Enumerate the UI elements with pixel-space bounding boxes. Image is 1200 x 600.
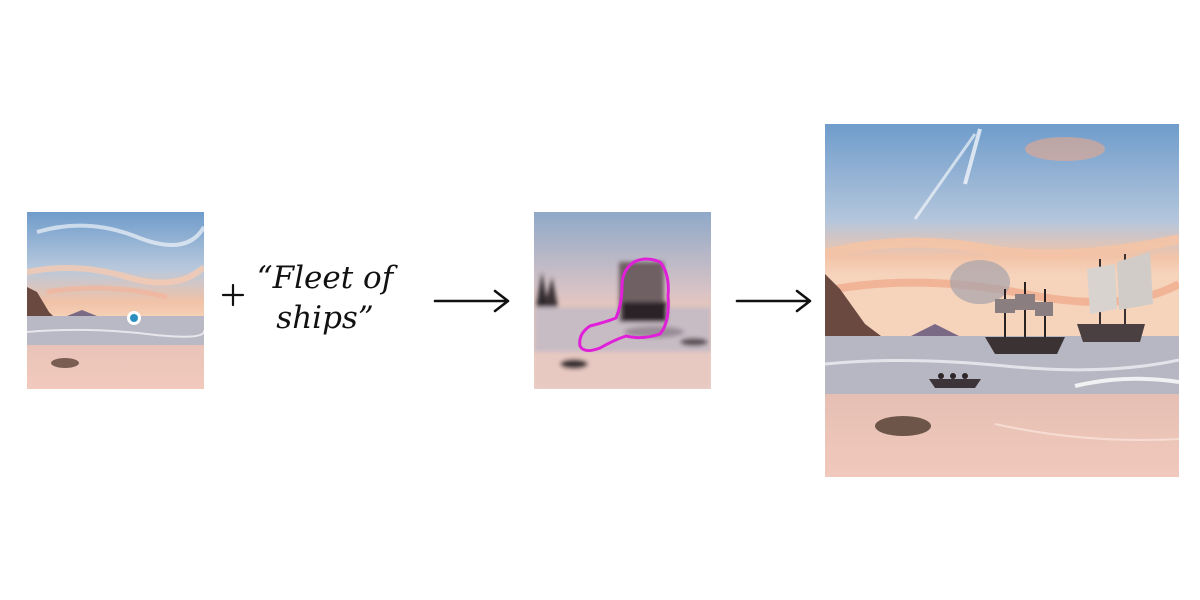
intermediate-image [534, 212, 711, 389]
input-image [27, 212, 204, 389]
text-prompt: “Fleet of ships” [250, 258, 400, 338]
ship-2 [1077, 252, 1153, 342]
ship-1 [985, 282, 1065, 354]
plus-icon [221, 283, 245, 307]
prompt-line-1: “Fleet of [256, 260, 394, 296]
arrow-right-icon [735, 289, 812, 313]
output-image [825, 124, 1179, 477]
click-point-dot [130, 314, 138, 322]
prompt-line-2: ships” [276, 300, 374, 336]
mask-outline [578, 257, 670, 353]
arrow-right-icon [433, 289, 510, 313]
rowboat [929, 373, 981, 388]
